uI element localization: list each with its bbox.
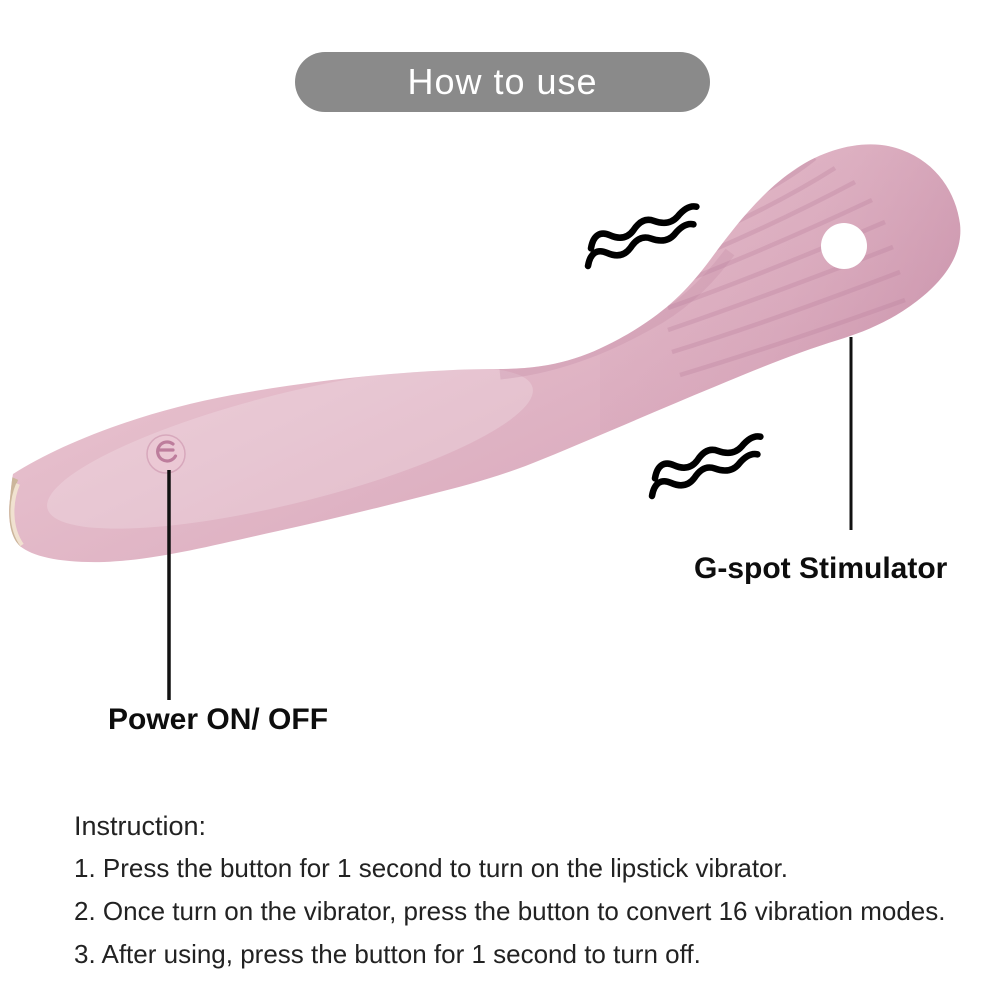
- gspot-label: G-spot Stimulator: [694, 552, 948, 585]
- instructions-block: Instruction: 1. Press the button for 1 s…: [74, 810, 946, 981]
- power-icon: [156, 440, 178, 463]
- instruction-step: 2. Once turn on the vibrator, press the …: [74, 896, 946, 926]
- vibration-waves-icon: [648, 433, 764, 500]
- power-label: Power ON/ OFF: [108, 703, 329, 736]
- instructions-heading: Instruction:: [74, 811, 207, 841]
- how-to-use-banner: How to use: [295, 52, 710, 112]
- power-button: [146, 434, 186, 474]
- banner-title: How to use: [407, 61, 598, 102]
- instruction-step: 3. After using, press the button for 1 s…: [74, 939, 701, 969]
- instruction-step: 1. Press the button for 1 second to turn…: [74, 853, 788, 883]
- strap-hole: [821, 223, 867, 269]
- vibration-waves-icon: [584, 203, 700, 270]
